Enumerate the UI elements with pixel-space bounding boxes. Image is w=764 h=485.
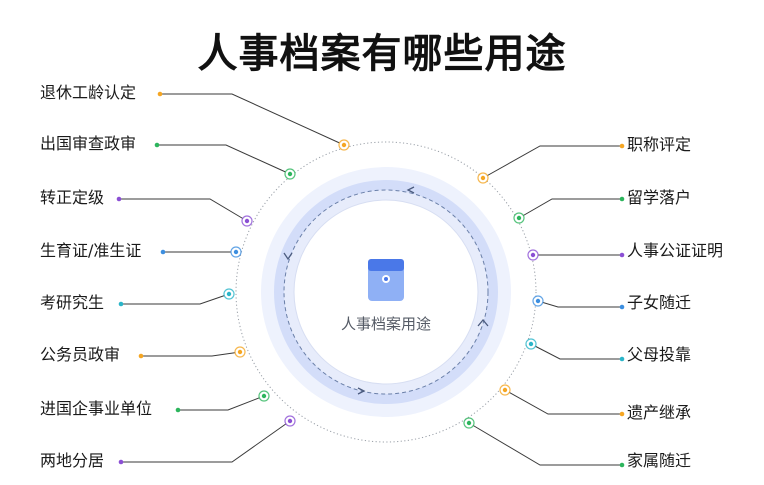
connector-layer	[116, 91, 625, 468]
right-usage-label: 父母投靠	[627, 345, 692, 364]
right-connector-line	[468, 422, 622, 466]
left-label-dot	[175, 407, 181, 413]
right-usage-label: 家属随迁	[627, 451, 692, 470]
right-ring-node	[463, 417, 475, 429]
right-label-dot	[619, 304, 625, 310]
right-usage-label: 留学落户	[627, 188, 692, 207]
dashed-orbit	[283, 189, 489, 395]
right-label-dot	[619, 196, 625, 202]
left-usage-label: 公务员政审	[40, 345, 121, 364]
right-usage-label: 人事公证证明	[627, 241, 724, 260]
orbit-arrow-top	[406, 186, 415, 194]
right-usage-label: 子女随迁	[627, 293, 692, 312]
right-label-dot	[619, 411, 625, 417]
outer-dotted-ring	[235, 141, 537, 443]
right-usage-label: 职称评定	[627, 135, 692, 154]
left-usage-label: 两地分居	[40, 451, 105, 470]
left-label-dot	[138, 353, 144, 359]
left-connector-line	[157, 144, 291, 175]
page-title: 人事档案有哪些用途	[197, 31, 567, 77]
left-ring-node	[234, 346, 246, 358]
left-label-dot	[118, 301, 124, 307]
left-usage-label: 退休工龄认定	[40, 83, 137, 102]
left-connector-line	[178, 395, 265, 411]
left-usage-label: 进国企事业单位	[40, 399, 153, 418]
right-ring-node	[532, 295, 544, 307]
right-label-dot	[619, 143, 625, 149]
left-usage-label: 转正定级	[40, 188, 105, 207]
right-connector-line	[504, 389, 622, 415]
left-label-dot	[118, 459, 124, 465]
left-connector-line	[119, 198, 248, 222]
left-ring-node	[230, 246, 242, 258]
orbit-arrow-left	[283, 252, 293, 261]
center-label: 人事档案用途	[340, 315, 431, 333]
left-connector-line	[141, 351, 241, 357]
left-usage-label: 生育证/准生证	[40, 241, 142, 260]
right-connector-line	[537, 300, 622, 308]
left-usage-label: 考研究生	[40, 293, 105, 312]
left-label-dot	[154, 142, 160, 148]
right-label-dot	[619, 356, 625, 362]
node-layer	[223, 139, 544, 429]
orbit-arrow-right	[477, 318, 489, 327]
right-usage-label: 遗产继承	[627, 403, 692, 422]
left-connector-line	[121, 293, 230, 305]
left-ring-node	[338, 139, 350, 151]
right-connector-line	[530, 343, 622, 360]
right-ring-node	[527, 249, 539, 261]
left-connector-line	[160, 93, 345, 146]
left-usage-label: 出国审查政审	[40, 134, 137, 153]
left-label-dot	[116, 196, 122, 202]
right-ring-node	[525, 338, 537, 350]
folder-icon	[368, 259, 404, 301]
left-label-dot	[160, 249, 166, 255]
left-ring-node	[258, 390, 270, 402]
right-connector-line	[482, 145, 622, 179]
right-label-dot	[619, 252, 625, 258]
right-ring-node	[513, 212, 525, 224]
left-ring-node	[223, 288, 235, 300]
right-ring-node	[477, 172, 489, 184]
left-label-dot	[157, 91, 163, 97]
left-ring-node	[284, 168, 296, 180]
right-connector-line	[518, 198, 622, 219]
orbit-arrow-bottom	[357, 387, 366, 395]
left-connector-line	[121, 420, 291, 463]
right-label-dot	[619, 462, 625, 468]
right-ring-node	[499, 384, 511, 396]
left-ring-node	[241, 215, 253, 227]
left-ring-node	[284, 415, 296, 427]
